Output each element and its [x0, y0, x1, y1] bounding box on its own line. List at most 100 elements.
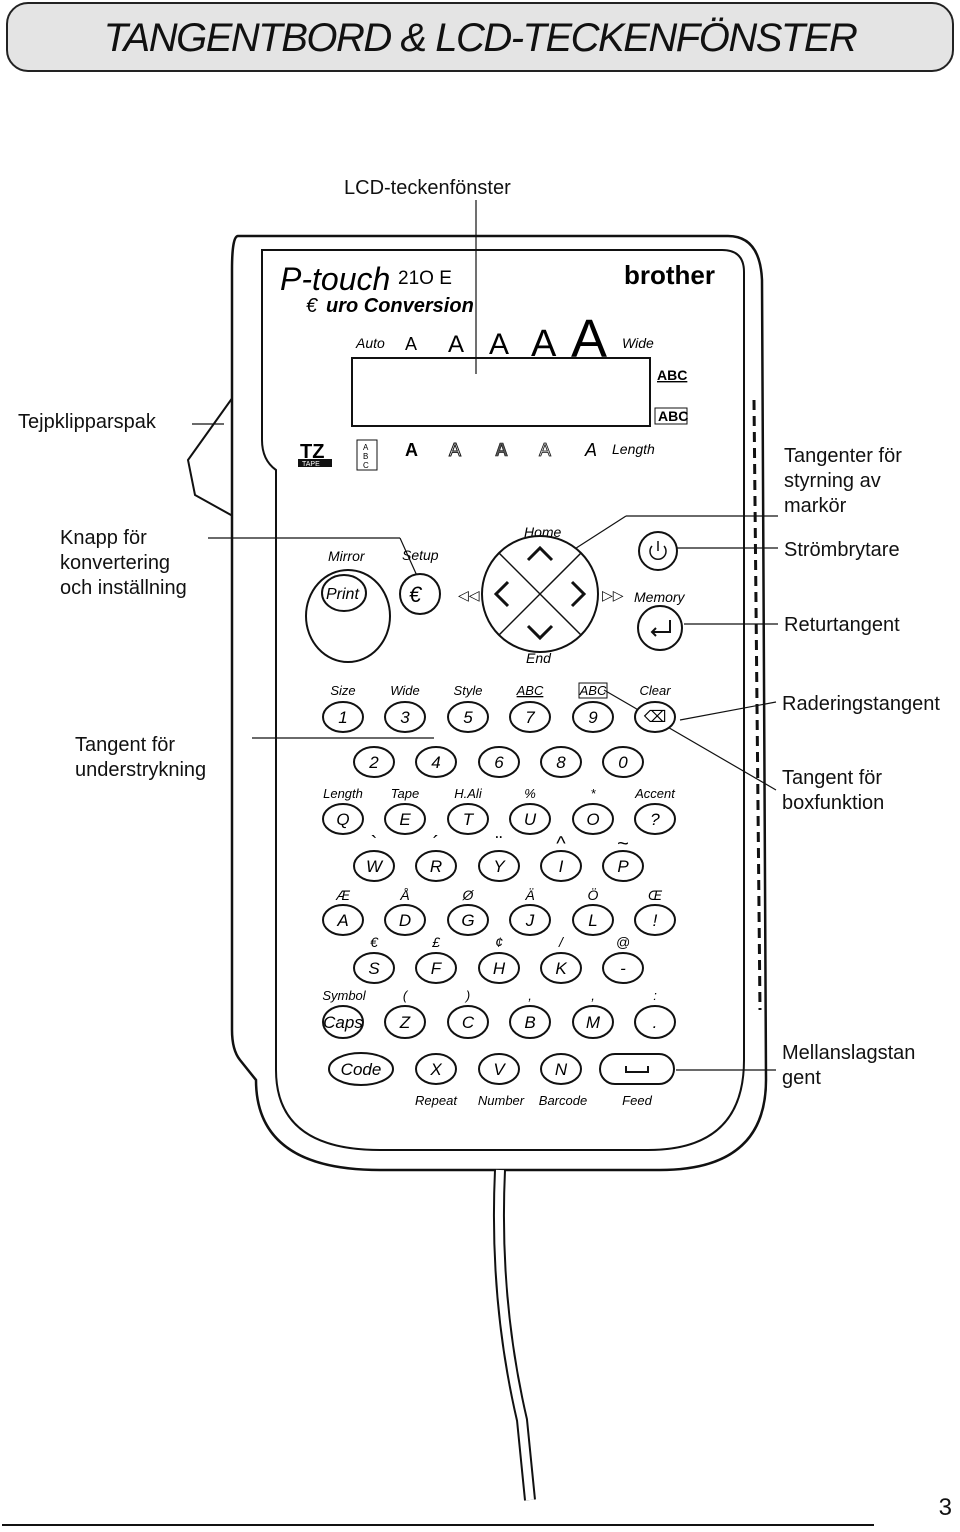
lcd-window [351, 357, 651, 427]
key-D[interactable]: D [384, 904, 426, 936]
key-E[interactable]: E [384, 803, 426, 835]
cursor-divider-2 [498, 552, 582, 636]
key-L[interactable]: L [572, 904, 614, 936]
key-T[interactable]: T [447, 803, 489, 835]
key-6[interactable]: 6 [478, 746, 520, 778]
callout-convert-line3: och inställning [60, 577, 187, 599]
cursor-down-icon[interactable] [526, 624, 554, 641]
key-F[interactable]: F [415, 952, 457, 984]
key-question[interactable]: ? [634, 803, 676, 835]
row6-top-label: ¢ [495, 934, 503, 950]
print-button-label: Print [326, 586, 359, 603]
row6-top-label: @ [616, 934, 630, 950]
key-3[interactable]: 3 [384, 701, 426, 733]
brand-script: P-touch [280, 261, 390, 297]
key-W[interactable]: W [353, 850, 395, 882]
key-9[interactable]: 9 [572, 701, 614, 733]
key-4[interactable]: 4 [415, 746, 457, 778]
size-a-3: A [489, 328, 509, 361]
key-Q-label: Q [336, 810, 349, 829]
space-key[interactable] [599, 1053, 675, 1085]
key-V[interactable]: V [478, 1053, 520, 1085]
key-K-label: K [555, 959, 567, 978]
print-button[interactable]: Print [321, 574, 367, 612]
key-M-label: M [586, 1013, 601, 1032]
key-question-label: ? [650, 810, 660, 829]
callout-delete: Raderingstangent [782, 693, 940, 715]
row1-top-label: ABC [579, 683, 607, 698]
key-period[interactable]: . [634, 1005, 676, 1039]
key-exclaim[interactable]: ! [634, 904, 676, 936]
style-a-italic: A [584, 440, 597, 460]
key-8[interactable]: 8 [540, 746, 582, 778]
page-title: TANGENTBORD & LCD-TECKENFÖNSTER [103, 16, 858, 60]
euro-conversion-button[interactable]: € [399, 573, 441, 615]
key-M[interactable]: M [572, 1005, 614, 1039]
key-dash[interactable]: - [602, 952, 644, 984]
memory-label: Memory [634, 589, 686, 605]
callout-box-line2: boxfunktion [782, 792, 885, 814]
key-2-label: 2 [368, 753, 379, 772]
key-Z[interactable]: Z [384, 1005, 426, 1039]
key-2[interactable]: 2 [353, 746, 395, 778]
key-H[interactable]: H [478, 952, 520, 984]
key-S-label: S [368, 959, 380, 978]
key-K[interactable]: K [540, 952, 582, 984]
key-A[interactable]: A [322, 904, 364, 936]
model-number: 21O E [398, 268, 452, 289]
key-U-label: U [524, 810, 537, 829]
key-9-label: 9 [588, 708, 598, 727]
key-B[interactable]: B [509, 1005, 551, 1039]
key-D-label: D [399, 911, 411, 930]
row1-top-label: ABC [516, 683, 544, 698]
clear-key[interactable] [634, 701, 676, 733]
key-R[interactable]: R [415, 850, 457, 882]
key-0[interactable]: 0 [602, 746, 644, 778]
callout-cursor: Tangenter för styrning av markör [784, 444, 902, 519]
key-1[interactable]: 1 [322, 701, 364, 733]
key-G-label: G [461, 911, 474, 930]
key-U[interactable]: U [509, 803, 551, 835]
key-P[interactable]: P [602, 850, 644, 882]
key-P-label: P [617, 857, 629, 876]
lcd-wide-label: Wide [622, 335, 654, 351]
key-O[interactable]: O [572, 803, 614, 835]
space-icon [625, 1066, 649, 1073]
row3-top-label: Length [323, 786, 363, 801]
key-Y[interactable]: Y [478, 850, 520, 882]
key-I[interactable]: I [540, 850, 582, 882]
key-C[interactable]: C [447, 1005, 489, 1039]
key-5[interactable]: 5 [447, 701, 489, 733]
row1-top-label: Clear [639, 683, 671, 698]
key-8-label: 8 [556, 753, 566, 772]
backspace-icon: ⌫ [643, 709, 667, 726]
style-a-shadow: A [495, 440, 508, 460]
power-button[interactable] [638, 531, 678, 571]
cursor-up-icon[interactable] [526, 545, 554, 562]
key-N[interactable]: N [540, 1053, 582, 1085]
key-S[interactable]: S [353, 952, 395, 984]
row3-top-label: * [590, 786, 596, 801]
return-button[interactable] [637, 605, 683, 651]
key-Q[interactable]: Q [322, 803, 364, 835]
vertical-b: B [363, 452, 368, 461]
key-X[interactable]: X [415, 1053, 457, 1085]
left-double-arrow: ◁◁ [458, 587, 480, 603]
key-0-label: 0 [618, 753, 628, 772]
row5-top-label: Å [399, 887, 409, 903]
cursor-left-icon[interactable] [493, 580, 510, 608]
key-J[interactable]: J [509, 904, 551, 936]
cursor-right-icon[interactable] [570, 580, 587, 608]
row8-bottom-label: Feed [622, 1093, 652, 1108]
row3-top-label: Accent [634, 786, 676, 801]
code-key[interactable]: Code [328, 1052, 394, 1086]
callout-space: Mellanslagstan gent [782, 1041, 915, 1091]
caps-key[interactable]: Caps [322, 1005, 364, 1039]
key-G[interactable]: G [447, 904, 489, 936]
brand-subtitle: uro Conversion [326, 295, 474, 317]
key-7[interactable]: 7 [509, 701, 551, 733]
key-N-label: N [555, 1060, 568, 1079]
row7-top-label: , [528, 988, 532, 1003]
row5-top-label: Æ [335, 887, 351, 903]
setup-label: Setup [402, 547, 439, 563]
